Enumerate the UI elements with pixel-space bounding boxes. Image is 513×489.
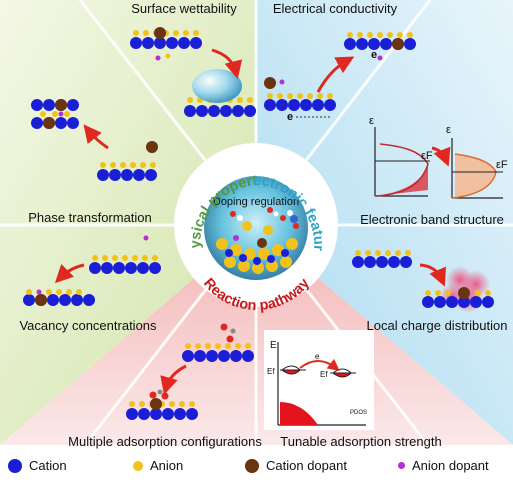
fermi-label-left: εF [421, 150, 433, 162]
charge-distribution-panel [352, 250, 494, 313]
lattice-conductivity-top: e [344, 32, 416, 61]
vacancy-panel [23, 235, 161, 306]
legend-label-anion-dopant: Anion dopant [412, 458, 489, 473]
legend-label-anion: Anion [150, 458, 184, 473]
pdos-x-axis-label: PDOS [350, 410, 367, 416]
epsilon-axis-label-left: ε [369, 115, 374, 127]
lattice-phase-bottom [97, 162, 157, 181]
band-structure-panel: ε εF ε εF [369, 115, 508, 199]
band-arrow [431, 146, 451, 167]
lattice-surface-wettability-bottom [184, 97, 256, 117]
label-multiple-adsorption-configurations: Multiple adsorption configurations [68, 434, 262, 449]
lattice-surface-wettability-top [130, 27, 202, 61]
lattice-conductivity-bottom: e [264, 93, 336, 123]
lattice-charge-bottom [422, 287, 494, 308]
label-phase-transformation: Phase transformation [28, 210, 152, 225]
lattice-adsorption-top [182, 343, 254, 362]
charge-arrow [419, 263, 447, 287]
label-surface-wettability: Surface wettability [131, 1, 237, 16]
epsilon-axis-label-right: ε [446, 124, 451, 136]
label-vacancy-concentrations: Vacancy concentrations [19, 318, 157, 333]
wettability-arrow [211, 48, 243, 79]
legend-label-cation-dopant: Cation dopant [266, 458, 347, 473]
anion-dot-icon [133, 460, 143, 471]
adsorption-config-panel [126, 323, 254, 420]
electrical-conductivity-panel: e e [264, 32, 416, 123]
anion-dopant-dot-icon [398, 462, 405, 469]
dos-plot-right: ε εF [446, 124, 508, 199]
lattice-phase-top [31, 99, 79, 129]
label-electronic-band-structure: Electronic band structure [360, 212, 504, 227]
phase-transformation-panel [31, 99, 158, 181]
surface-wettability-panel [130, 27, 256, 117]
phase-arrow [83, 124, 109, 150]
vacancy-arrow [54, 263, 85, 284]
electron-label-bottom: e [287, 111, 293, 123]
lattice-vacancy-bottom [23, 289, 95, 306]
doping-regulation-title: Doping regulation [213, 196, 299, 208]
lattice-charge-top [352, 250, 412, 268]
crystal-surface-icon [216, 207, 299, 274]
pdos-ef-label-right: Ef [320, 370, 328, 379]
legend-label-cation: Cation [29, 458, 67, 473]
cation-dopant-dot-icon [245, 458, 259, 473]
lattice-vacancy-top [89, 255, 161, 274]
legend: Cation Anion Cation dopant Anion dopant [0, 448, 513, 484]
water-droplet-icon [192, 69, 242, 103]
lattice-adsorption-bottom [126, 389, 198, 420]
adsorption-strength-panel: E Ef Ef e PDOS [264, 330, 374, 430]
pdos-electron-label: e [315, 352, 320, 361]
adsorption-arrow [160, 364, 187, 395]
label-tunable-adsorption-strength: Tunable adsorption strength [280, 434, 441, 449]
adsorbate-molecule-top [220, 323, 236, 343]
cation-dot-icon [8, 458, 22, 473]
pdos-energy-axis-label: E [270, 340, 277, 351]
legend-item-cation: Cation [8, 458, 67, 473]
label-local-charge-distribution: Local charge distribution [367, 318, 508, 333]
sector-electronic [256, 0, 513, 445]
dos-plot-left: ε εF [369, 115, 433, 197]
legend-item-anion: Anion [133, 458, 183, 473]
legend-item-anion-dopant: Anion dopant [398, 458, 489, 473]
fermi-label-right: εF [496, 159, 508, 171]
pdos-ef-label-left: Ef [267, 367, 275, 376]
conductivity-arrow [316, 56, 355, 93]
electron-label-top: e [371, 49, 377, 61]
pdos-filled-region [280, 402, 318, 425]
legend-item-cation-dopant: Cation dopant [245, 458, 347, 473]
label-electrical-conductivity: Electrical conductivity [273, 1, 398, 16]
pdos-electron-arrow [299, 358, 340, 371]
